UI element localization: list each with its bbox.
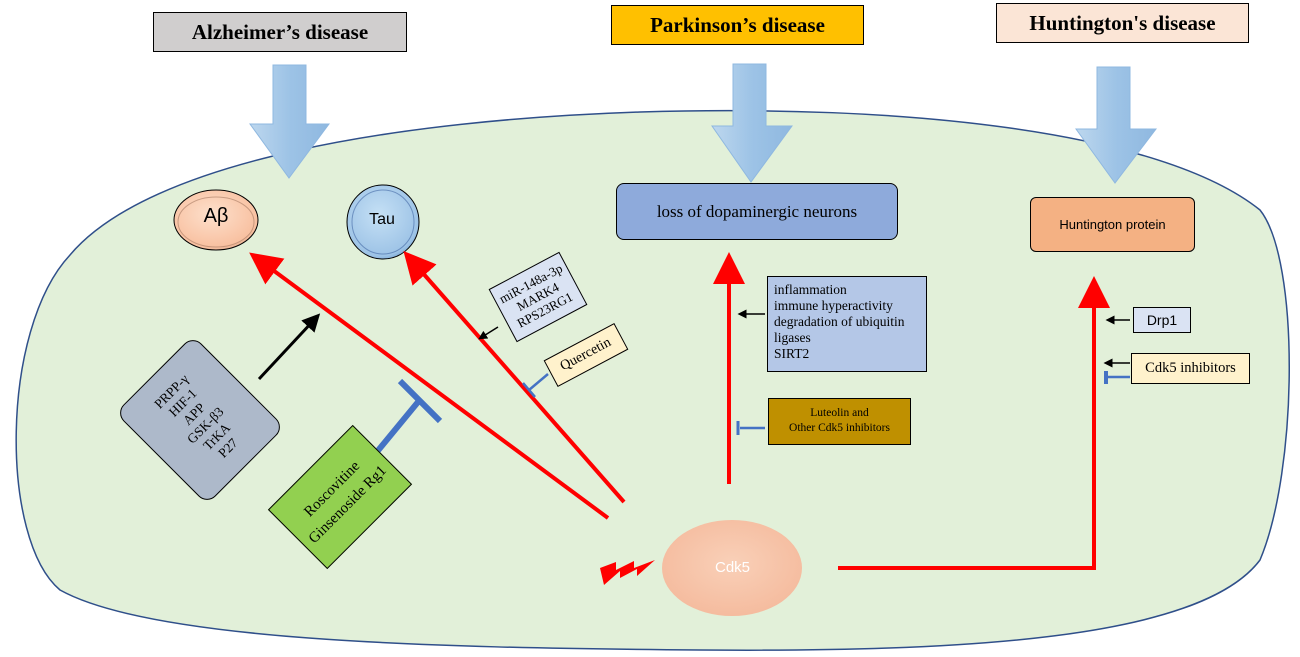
abeta-label: Aβ [203, 204, 229, 227]
abeta-node-rim [177, 196, 255, 248]
luteolin-box: Luteolin and Other Cdk5 inhibitors [768, 398, 911, 445]
tau-node [346, 184, 420, 260]
tau-label: Tau [369, 211, 395, 228]
drp1-box: Drp1 [1133, 307, 1191, 333]
cdk5-to-abeta-arrow [249, 252, 610, 520]
dopaminergic-loss-box: loss of dopaminergic neurons [616, 183, 898, 240]
ad-down-arrow [249, 64, 330, 179]
cdk5-inhibitors-box: Cdk5 inhibitors [1131, 353, 1250, 384]
hd-down-arrow [1075, 66, 1158, 184]
alzheimers-title: Alzheimer’s disease [153, 12, 407, 52]
tau-node-rim [351, 189, 415, 255]
pd-factor: ligases [774, 330, 811, 345]
pd-factors-box: inflammation immune hyperactivity degrad… [767, 276, 927, 372]
cdk5-to-tau-arrow [403, 250, 626, 504]
parkinsons-title: Parkinson’s disease [611, 5, 864, 45]
abeta-node [173, 189, 259, 251]
cdk5-node [662, 520, 802, 616]
cdk5-to-huntington-arrow [838, 276, 1110, 570]
huntington-protein-box: Huntington protein [1030, 197, 1195, 252]
pd-down-arrow [711, 63, 793, 183]
cdk5-label: Cdk5 [714, 559, 751, 576]
luteolin-line: Luteolin and [810, 407, 869, 419]
pd-factor: SIRT2 [774, 346, 810, 361]
mirna-arrow [478, 326, 499, 340]
ad-factors-arrow [257, 313, 321, 381]
hd-inhibitor-bar [1104, 371, 1130, 384]
huntingtons-title: Huntington's disease [996, 3, 1249, 43]
pd-factor: immune hyperactivity [774, 298, 893, 313]
luteolin-line: Other Cdk5 inhibitors [789, 422, 890, 434]
quercetin-inhibitor-bar [522, 373, 549, 398]
pd-factor: degradation of ubiquitin [774, 314, 905, 329]
pd-factor: inflammation [774, 282, 847, 297]
lightning-icon [600, 560, 655, 585]
luteolin-inhibitor-bar [736, 421, 765, 435]
